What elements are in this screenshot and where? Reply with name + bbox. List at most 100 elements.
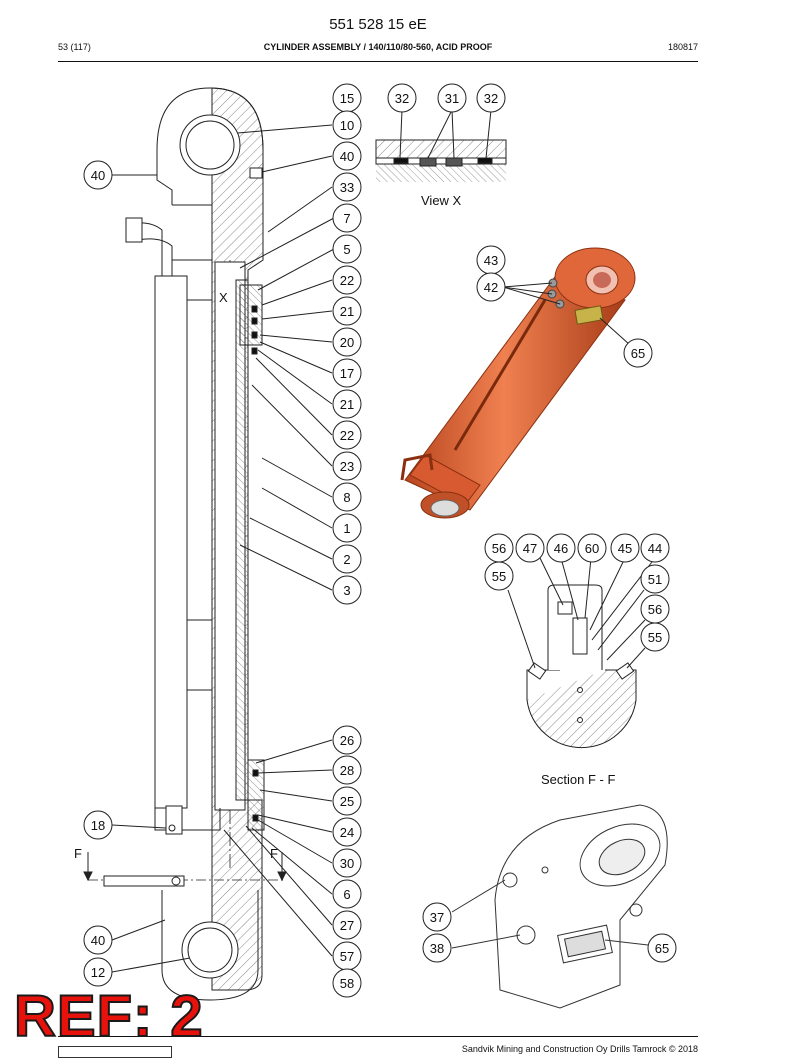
svg-text:40: 40: [91, 168, 105, 183]
svg-text:47: 47: [523, 541, 537, 556]
callout-30: 30: [332, 848, 362, 878]
callout-56-b: 56: [640, 594, 670, 624]
page-number: 53 (117): [58, 42, 91, 52]
callout-33: 33: [332, 172, 362, 202]
eye-3d-view: [451, 804, 668, 1009]
callout-32-b: 32: [476, 83, 506, 113]
svg-text:24: 24: [340, 825, 354, 840]
svg-text:21: 21: [340, 397, 354, 412]
callout-37: 37: [422, 902, 452, 932]
section-ff-view: [507, 557, 656, 749]
callout-40: 40: [332, 141, 362, 171]
cylinder-3d-render: [400, 247, 636, 519]
svg-text:32: 32: [395, 91, 409, 106]
svg-text:22: 22: [340, 273, 354, 288]
svg-text:8: 8: [343, 490, 350, 505]
svg-text:55: 55: [492, 569, 506, 584]
render-leaders: [502, 282, 631, 346]
ref-stamp: REF: 2: [13, 984, 204, 1049]
callout-46: 46: [546, 533, 576, 563]
svg-text:18: 18: [91, 818, 105, 833]
svg-text:46: 46: [554, 541, 568, 556]
svg-text:38: 38: [430, 941, 444, 956]
callout-47: 47: [515, 533, 545, 563]
svg-text:51: 51: [648, 572, 662, 587]
section-marker-left: F: [74, 846, 82, 861]
svg-text:32: 32: [484, 91, 498, 106]
view-x-detail: [375, 109, 507, 182]
callout-28: 28: [332, 755, 362, 785]
svg-text:37: 37: [430, 910, 444, 925]
svg-text:21: 21: [340, 304, 354, 319]
callout-26: 26: [332, 725, 362, 755]
svg-text:12: 12: [91, 965, 105, 980]
svg-text:22: 22: [340, 428, 354, 443]
svg-text:17: 17: [340, 366, 354, 381]
view-x-label: View X: [421, 193, 462, 208]
svg-text:7: 7: [343, 211, 350, 226]
svg-text:27: 27: [340, 918, 354, 933]
svg-text:15: 15: [340, 91, 354, 106]
callout-12: 12: [83, 957, 113, 987]
callout-10: 10: [332, 110, 362, 140]
svg-text:23: 23: [340, 459, 354, 474]
callout-55: 55: [484, 561, 514, 591]
svg-text:1: 1: [343, 521, 350, 536]
callout-40-left-top: 40: [83, 160, 113, 190]
leader-lines: [111, 124, 335, 973]
callout-51: 51: [640, 564, 670, 594]
callout-21: 21: [332, 296, 362, 326]
callout-44: 44: [640, 533, 670, 563]
callout-25: 25: [332, 786, 362, 816]
callout-43: 43: [476, 245, 506, 275]
svg-text:26: 26: [340, 733, 354, 748]
callouts: 15 10 40 33 7 5 22 21 20 17 21 22 23 8 1…: [83, 83, 677, 998]
callout-40-left-bottom: 40: [83, 925, 113, 955]
svg-text:60: 60: [585, 541, 599, 556]
svg-text:28: 28: [340, 763, 354, 778]
callout-20: 20: [332, 327, 362, 357]
svg-text:55: 55: [648, 630, 662, 645]
callout-58: 58: [332, 968, 362, 998]
main-section-view: [88, 87, 285, 1001]
callout-2: 2: [332, 544, 362, 574]
callout-38: 38: [422, 933, 452, 963]
svg-text:44: 44: [648, 541, 662, 556]
callout-17: 17: [332, 358, 362, 388]
callout-65: 65: [623, 338, 653, 368]
callout-3: 3: [332, 575, 362, 605]
callout-65-b: 65: [647, 933, 677, 963]
svg-text:31: 31: [445, 91, 459, 106]
callout-45: 45: [610, 533, 640, 563]
date-code: 180817: [667, 42, 698, 52]
callout-18: 18: [83, 810, 113, 840]
section-marker-right: F: [270, 846, 278, 861]
svg-text:10: 10: [340, 118, 354, 133]
callout-21-b: 21: [332, 389, 362, 419]
callout-56: 56: [484, 533, 514, 563]
footer-rule: [58, 1036, 698, 1037]
callout-22: 22: [332, 265, 362, 295]
svg-text:42: 42: [484, 280, 498, 295]
callout-8: 8: [332, 482, 362, 512]
svg-text:58: 58: [340, 976, 354, 991]
svg-text:56: 56: [492, 541, 506, 556]
svg-text:40: 40: [91, 933, 105, 948]
footer-copyright: Sandvik Mining and Construction Oy Drill…: [461, 1044, 698, 1054]
svg-text:65: 65: [655, 941, 669, 956]
callout-57: 57: [332, 941, 362, 971]
section-arrows: [83, 852, 287, 882]
section-ff-label: Section F - F: [541, 772, 615, 787]
callout-1: 1: [332, 513, 362, 543]
header-rule: [58, 61, 698, 62]
callout-27: 27: [332, 910, 362, 940]
svg-text:56: 56: [648, 602, 662, 617]
callout-23: 23: [332, 451, 362, 481]
svg-text:40: 40: [340, 149, 354, 164]
svg-text:5: 5: [343, 242, 350, 257]
callout-60: 60: [577, 533, 607, 563]
callout-7: 7: [332, 203, 362, 233]
page-title: CYLINDER ASSEMBLY / 140/110/80-560, ACID…: [263, 42, 493, 52]
svg-text:45: 45: [618, 541, 632, 556]
